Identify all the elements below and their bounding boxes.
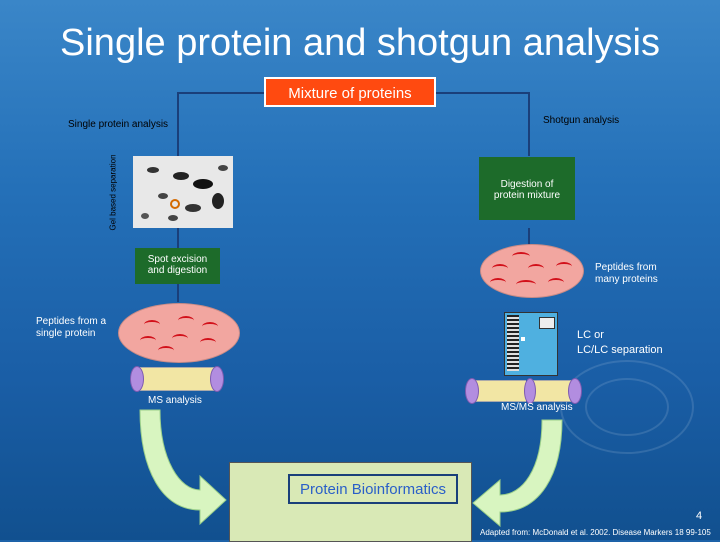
peptides-single-label: Peptides from a single protein [36, 316, 106, 340]
lc-instrument-icon [504, 312, 558, 376]
connector-gel-down [177, 228, 179, 248]
connector-left-vertical [177, 92, 179, 156]
single-protein-analysis-label: Single protein analysis [68, 119, 169, 130]
water-ripple-decoration [585, 378, 669, 436]
ms-analysis-label: MS analysis [148, 395, 202, 406]
peptides-single-line-1: Peptides from a [36, 316, 107, 327]
lc-line-1: LC or [577, 329, 604, 341]
msms-analysis-label: MS/MS analysis [501, 402, 573, 413]
connector-spot-down [177, 284, 179, 302]
page-number: 4 [696, 510, 703, 522]
connector-right-vertical [528, 92, 530, 156]
msms-cap-right [568, 378, 582, 404]
connector-top-right [436, 92, 530, 94]
ms-analysis-bar [140, 367, 216, 391]
spot-excision-line-1: Spot excision [147, 254, 208, 265]
peptide [144, 320, 160, 329]
peptide [178, 316, 194, 325]
spot-excision-box: Spot excision and digestion [135, 248, 220, 284]
spot-excision-line-2: and digestion [147, 265, 208, 276]
peptide [556, 262, 572, 271]
protein-bioinformatics-box: Protein Bioinformatics [288, 474, 458, 504]
lc-label: LC or LC/LC separation [577, 328, 663, 358]
ms-cap-left [130, 366, 144, 392]
peptides-single-line-2: single protein [36, 328, 96, 339]
gel-spots [141, 165, 228, 221]
peptide [172, 334, 188, 343]
citation: Adapted from: McDonald et al. 2002. Dise… [480, 528, 711, 537]
msms-analysis-bar-2 [532, 380, 572, 402]
peptide [548, 278, 564, 287]
peptide [528, 264, 544, 273]
shotgun-analysis-label: Shotgun analysis [543, 115, 620, 126]
peptides-many-line-2: many proteins [595, 274, 658, 285]
peptide [158, 346, 174, 355]
peptide [512, 252, 530, 261]
digestion-line-2: protein mixture [493, 190, 561, 201]
ms-cap-right [210, 366, 224, 392]
msms-cap-left [465, 378, 479, 404]
connector-digest-down [528, 228, 530, 246]
peptides-many-label: Peptides from many proteins [595, 262, 658, 286]
mixture-of-proteins-box: Mixture of proteins [264, 77, 436, 107]
msms-cap-middle [524, 378, 536, 404]
peptide [202, 322, 218, 331]
peptide [490, 278, 506, 287]
peptide [516, 280, 536, 289]
lc-line-2: LC/LC separation [577, 344, 663, 356]
peptides-single-ellipse [118, 303, 240, 363]
connector-top-left [177, 92, 264, 94]
peptides-many-line-1: Peptides from [595, 262, 657, 273]
digestion-box: Digestion of protein mixture [479, 157, 575, 220]
digestion-line-1: Digestion of [500, 179, 554, 190]
2d-gel-image [133, 156, 233, 228]
peptide [492, 264, 508, 273]
left-curved-arrow-icon [139, 409, 227, 526]
water-ripple-decoration [560, 360, 694, 454]
peptide [200, 338, 216, 347]
right-curved-arrow-icon [472, 419, 563, 528]
peptide [140, 336, 156, 345]
msms-analysis-bar-1 [474, 380, 526, 402]
slide-title: Single protein and shotgun analysis [60, 22, 660, 64]
